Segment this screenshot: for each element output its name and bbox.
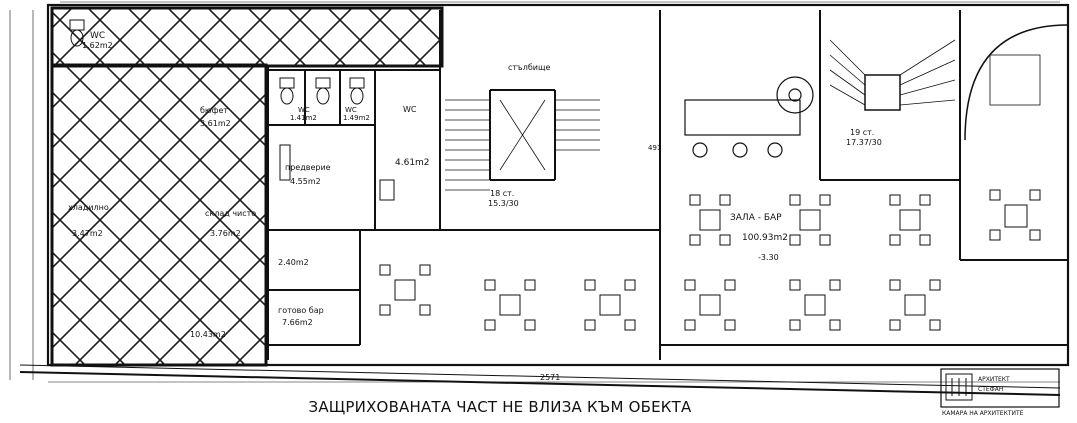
excluded-hatched-area xyxy=(50,6,444,367)
lower-room-area: 10.43m2 xyxy=(190,330,226,339)
predverie-area: 4.55m2 xyxy=(290,177,321,186)
wc-2-label: WC xyxy=(345,106,357,114)
level-mark: -3.30 xyxy=(758,253,779,262)
table xyxy=(789,279,841,331)
dimension-491: 491 xyxy=(648,144,661,152)
table xyxy=(684,279,736,331)
table xyxy=(379,264,431,316)
zala-label: ЗАЛА - БАР xyxy=(730,213,782,223)
hladilno-area: 3.47m2 xyxy=(72,229,103,238)
hall-area: 4.61m2 xyxy=(395,158,430,168)
wc-left-label: WC xyxy=(90,31,105,41)
otdel-area: 2.40m2 xyxy=(278,258,309,267)
table xyxy=(484,279,536,331)
stairs-right xyxy=(829,24,1069,141)
stair-annotation: стълбище xyxy=(508,63,550,72)
predverie-label: предверие xyxy=(285,163,331,172)
wc-2-area: 1.49m2 xyxy=(343,114,370,122)
architect-stamp: АРХИТЕКТ СТЕФАН КАМАРА НА АРХИТЕКТИТЕ xyxy=(940,368,1060,417)
wc-1-area: 1.41m2 xyxy=(290,114,317,122)
total-dimension: 2571 xyxy=(540,373,560,382)
table xyxy=(889,279,941,331)
table xyxy=(789,194,831,246)
stairs-right-label: 19 ст. xyxy=(850,128,874,137)
stairs-mid-label: 18 ст. xyxy=(490,189,514,198)
stamp-title: АРХИТЕКТ xyxy=(978,376,1010,383)
table xyxy=(689,194,731,246)
gotovo-area: 7.66m2 xyxy=(282,318,313,327)
stamp-name: СТЕФАН xyxy=(978,386,1004,393)
wc-3-label: WC xyxy=(403,105,417,114)
stamp-chamber: КАМАРА НА АРХИТЕКТИТЕ xyxy=(942,410,1024,417)
bar-counter xyxy=(684,76,814,158)
stairs-middle xyxy=(445,99,600,191)
stairs-mid-area: 15.3/30 xyxy=(488,199,519,208)
wc-1-label: WC xyxy=(298,106,310,114)
room-labels: WC 1.62m2 WC 1.41m2 WC 1.49m2 WC бюфет 3… xyxy=(68,31,882,382)
bufet-label: бюфет xyxy=(200,106,228,115)
sklad-area: 3.76m2 xyxy=(210,229,241,238)
bufet-area: 3.61m2 xyxy=(200,119,231,128)
stamp-frame xyxy=(940,368,1060,408)
stairs-right-area: 17.37/30 xyxy=(846,138,882,147)
table xyxy=(584,279,636,331)
hatched-area-caption: ЗАЩРИХОВАНАТА ЧАСТ НЕ ВЛИЗА КЪМ ОБЕКТА xyxy=(308,398,692,416)
interior-walls xyxy=(267,10,1068,360)
wc-left-area: 1.62m2 xyxy=(82,41,113,50)
hladilno-label: хладилно xyxy=(68,203,109,212)
dimension-lines xyxy=(48,1,1060,383)
wc-fixtures xyxy=(69,19,395,201)
table xyxy=(989,189,1041,241)
sklad-label: склад чисто xyxy=(205,209,256,218)
table xyxy=(889,194,931,246)
gotovo-label: готово бар xyxy=(278,306,324,315)
outer-walls xyxy=(9,3,1070,396)
bar-tables xyxy=(379,189,1041,331)
zala-area: 100.93m2 xyxy=(742,233,788,243)
